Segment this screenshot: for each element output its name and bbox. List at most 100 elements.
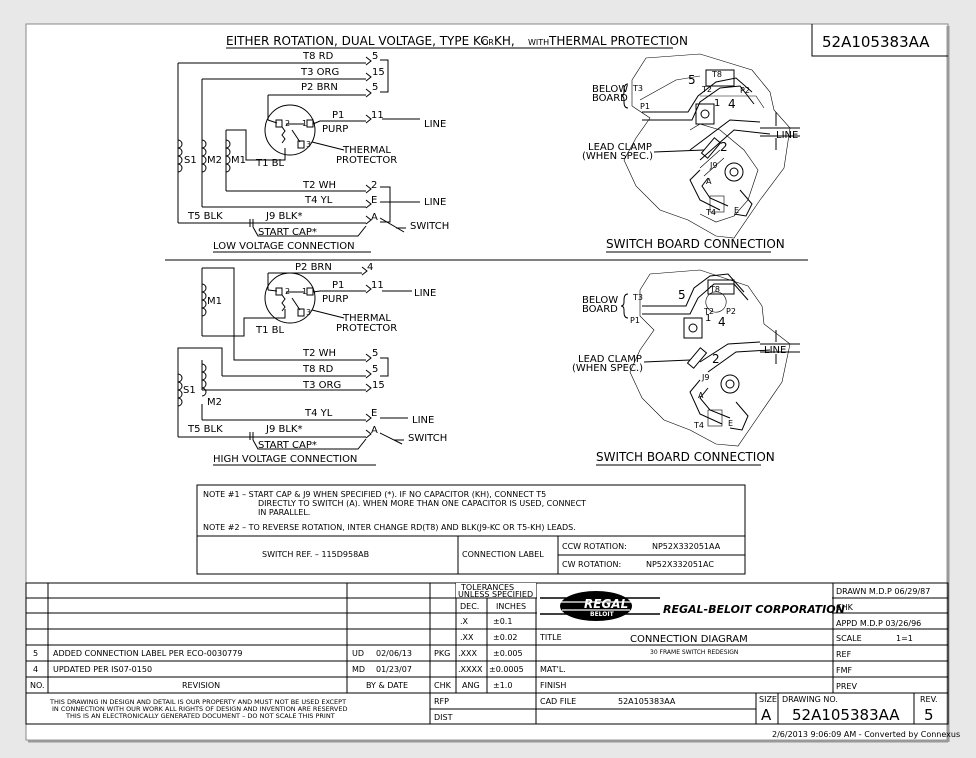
protector-terminal: 2 — [285, 287, 290, 296]
board-tag: T3 — [632, 84, 643, 93]
material-label: MAT'L. — [540, 665, 566, 674]
switch-board-connection-high: LINE BELOW BOARD T3 P1 5 T8 T2 P2 1 4 2 … — [572, 269, 800, 466]
board-tag: T3 — [632, 293, 643, 302]
lead-sublabel: PURP — [322, 294, 348, 305]
rfp-label: RFP — [434, 697, 449, 706]
connection-label-heading: CONNECTION LABEL — [462, 550, 544, 559]
start-cap-label: START CAP* — [258, 227, 317, 238]
lead-label: J9 BLK* — [265, 211, 302, 222]
drawing-number-corner: 52A105383AA — [822, 33, 930, 51]
title-or: OR — [482, 38, 494, 47]
terminal-number: 5 — [372, 51, 378, 62]
when-spec-label: (WHEN SPEC.) — [572, 363, 643, 374]
board-tag: P2 — [740, 86, 750, 95]
t1-label: T1 BL — [255, 325, 285, 336]
high-voltage-connection: P2 BRN P1 PURP T2 WH T8 RD T3 ORG T4 YL … — [177, 262, 447, 466]
t5-label: T5 BLK — [187, 424, 223, 435]
board-tag: E — [728, 419, 733, 428]
legal-notice: THIS IS AN ELECTRONICALLY GENERATED DOCU… — [65, 712, 335, 720]
board-tag: 4 — [728, 97, 736, 111]
dist-label: DIST — [434, 713, 453, 722]
drawing-no-value: 52A105383AA — [792, 706, 900, 724]
start-cap-label: START CAP* — [258, 440, 317, 451]
drawing-no-label: DRAWING NO. — [782, 695, 838, 704]
line-label: LINE — [424, 197, 446, 208]
protector-terminal: 3 — [306, 140, 311, 149]
checked-by: CHK — [836, 603, 854, 612]
below-board-label: BELOW — [582, 295, 618, 306]
conversion-footer: 2/6/2013 9:06:09 AM - Converted by Conne… — [772, 730, 960, 739]
revision-date: 01/23/07 — [376, 665, 412, 674]
board-tag: 2 — [720, 140, 728, 154]
board-tag: T8 — [709, 285, 720, 294]
ccw-rotation-label: CCW ROTATION: — [562, 542, 627, 551]
board-tag: 5 — [678, 288, 686, 302]
tolerances-subheading: UNLESS SPECIFIED — [458, 590, 533, 599]
title-kh: KH, — [494, 34, 515, 48]
lead-label: P2 BRN — [301, 82, 338, 93]
note-2: NOTE #2 – TO REVERSE ROTATION, INTER CHA… — [203, 523, 576, 532]
lead-label: P2 BRN — [295, 262, 332, 273]
lead-label: T4 YL — [304, 195, 333, 206]
scale-value: 1=1 — [896, 634, 913, 643]
tol-dec: .X — [460, 617, 469, 626]
ccw-rotation-value: NP52X332051AA — [652, 542, 721, 551]
title-label: TITLE — [539, 633, 562, 642]
lead-label: P1 — [332, 110, 344, 121]
revision-date: 02/06/13 — [376, 649, 412, 658]
board-line-label: LINE — [764, 345, 786, 356]
cad-file-label: CAD FILE — [540, 697, 576, 706]
title-with: WITH — [528, 38, 549, 47]
revision-description: UPDATED PER IS07-0150 — [53, 665, 152, 674]
terminal-number: 5 — [372, 348, 378, 359]
below-board-label: BELOW — [592, 84, 628, 95]
no-header: NO. — [30, 681, 45, 690]
switch-label: SWITCH — [410, 221, 449, 232]
board-tag: 4 — [718, 315, 726, 329]
finish-label: FINISH — [540, 681, 566, 690]
by-date-header: BY & DATE — [366, 681, 408, 690]
dec-header: DEC. — [460, 602, 479, 611]
drawing-subtitle: 30 FRAME SWITCH REDESIGN — [650, 649, 738, 656]
below-board-label: BOARD — [592, 93, 628, 104]
lead-label: T8 RD — [302, 51, 334, 62]
protector-label: PROTECTOR — [336, 155, 397, 166]
fmf-label: FMF — [836, 666, 853, 675]
revision-description: ADDED CONNECTION LABEL PER ECO-0030779 — [53, 649, 242, 658]
terminal-number: A — [371, 212, 378, 223]
terminal-number: 5 — [372, 82, 378, 93]
winding-label: M2 — [207, 155, 222, 166]
cad-file-value: 52A105383AA — [618, 697, 676, 706]
line-label: LINE — [414, 288, 436, 299]
terminal-number: A — [371, 425, 378, 436]
switch-label: SWITCH — [408, 433, 447, 444]
drawing-title: CONNECTION DIAGRAM — [630, 634, 748, 645]
regal-beloit-logo: REGAL BELOIT — [540, 591, 660, 621]
board-tag: A — [706, 177, 712, 186]
high-voltage-caption: HIGH VOLTAGE CONNECTION — [213, 454, 357, 465]
note-1-cont: IN PARALLEL. — [258, 508, 310, 517]
tolerances-heading: TOLERANCES — [460, 583, 514, 592]
scale-label: SCALE — [836, 634, 862, 643]
t5-label: T5 BLK — [187, 211, 223, 222]
note-1: NOTE #1 – START CAP & J9 WHEN SPECIFIED … — [203, 490, 546, 499]
notes-box: NOTE #1 – START CAP & J9 WHEN SPECIFIED … — [196, 484, 746, 575]
lead-label: T2 WH — [302, 348, 336, 359]
lead-label: T3 ORG — [300, 67, 339, 78]
winding-label: M2 — [207, 397, 222, 408]
terminal-number: 5 — [372, 364, 378, 375]
protector-terminal: 1 — [302, 119, 307, 128]
terminal-number: 15 — [372, 67, 385, 78]
board-tag: E — [734, 206, 739, 215]
board-tag: J9 — [701, 373, 709, 382]
low-voltage-connection: T8 RD T3 ORG P2 BRN P1 PURP T2 WH T4 YL … — [177, 51, 449, 253]
winding-label: M1 — [231, 155, 246, 166]
switch-board-caption: SWITCH BOARD CONNECTION — [596, 450, 775, 464]
board-tag: T8 — [711, 70, 722, 79]
tol-dec: .XXXX — [458, 665, 483, 674]
ang-label: ANG — [462, 681, 480, 690]
lead-label: T8 RD — [302, 364, 334, 375]
cw-rotation-label: CW ROTATION: — [562, 560, 621, 569]
board-tag: 5 — [688, 73, 696, 87]
inches-header: INCHES — [496, 602, 526, 611]
